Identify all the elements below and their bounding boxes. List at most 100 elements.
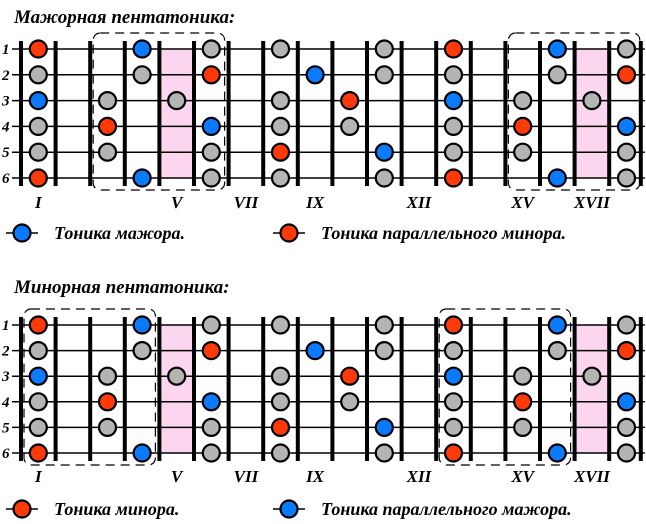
fret-marker-label: XII	[406, 193, 433, 212]
highlight-band	[159, 325, 194, 453]
note-dot-major-tonic	[201, 116, 221, 137]
diagram-title: Мажорная пентатоника:	[13, 7, 235, 28]
note-dot-scale-note	[443, 341, 464, 361]
note-dot-scale-note	[28, 116, 48, 137]
note-dot-minor-tonic	[443, 443, 464, 463]
note-dot-major-tonic	[616, 116, 637, 137]
position-box	[92, 32, 226, 191]
string-number: 5	[2, 420, 10, 436]
note-dot-scale-note	[513, 90, 533, 111]
string-number: 2	[1, 68, 10, 84]
note-dot-scale-note	[270, 366, 291, 386]
legend-label: Тоника мажора.	[54, 223, 185, 243]
note-dot-scale-note	[201, 142, 221, 162]
note-dot-minor-tonic	[513, 392, 533, 412]
note-dot-major-tonic	[443, 366, 464, 386]
diagram-title: Минорная пентатоника:	[13, 277, 230, 298]
fret-marker-label: XV	[510, 193, 535, 212]
note-dot-major-tonic	[28, 366, 48, 386]
note-dot-scale-note	[201, 417, 221, 437]
note-dot-major-tonic	[132, 39, 152, 59]
fret-marker-label: I	[34, 193, 43, 212]
note-dot-minor-tonic	[97, 392, 118, 412]
note-dot-major-tonic	[305, 341, 325, 361]
highlight-band	[574, 49, 610, 178]
legend-dot-minor-tonic	[279, 223, 299, 243]
note-dot-minor-tonic	[443, 168, 464, 188]
string-number: 5	[2, 145, 10, 161]
note-dot-scale-note	[616, 168, 637, 188]
note-dot-scale-note	[443, 142, 464, 162]
note-dot-scale-note	[28, 392, 48, 412]
note-dot-minor-tonic	[513, 116, 533, 137]
fret-marker-label: V	[171, 467, 184, 486]
note-dot-minor-tonic	[616, 65, 637, 85]
note-dot-scale-note	[201, 39, 221, 59]
note-dot-scale-note	[132, 341, 152, 361]
note-dot-major-tonic	[201, 392, 221, 412]
note-dot-scale-note	[340, 392, 360, 412]
note-dot-scale-note	[167, 90, 187, 111]
note-dot-scale-note	[513, 417, 533, 437]
note-dot-scale-note	[616, 315, 637, 335]
note-dot-scale-note	[443, 417, 464, 437]
highlight-band	[159, 49, 194, 178]
note-dot-scale-note	[513, 366, 533, 386]
note-dot-scale-note	[97, 90, 118, 111]
string-number: 3	[1, 94, 10, 110]
string-number: 6	[2, 446, 10, 462]
note-dot-major-tonic	[547, 168, 567, 188]
note-dot-scale-note	[270, 116, 291, 137]
note-dot-minor-tonic	[340, 90, 360, 111]
note-dot-major-tonic	[132, 443, 152, 463]
note-dot-scale-note	[28, 341, 48, 361]
note-dot-scale-note	[547, 65, 567, 85]
note-dot-minor-tonic	[201, 65, 221, 85]
string-number: 4	[1, 395, 10, 411]
note-dot-major-tonic	[547, 39, 567, 59]
fret-marker-label: VII	[234, 193, 260, 212]
note-dot-minor-tonic	[340, 366, 360, 386]
note-dot-minor-tonic	[443, 39, 464, 59]
position-box	[438, 308, 572, 466]
note-dot-major-tonic	[132, 315, 152, 335]
fret-marker-label: VII	[234, 467, 260, 486]
legend-dot-major-tonic	[279, 499, 299, 519]
note-dot-scale-note	[616, 443, 637, 463]
note-dot-minor-tonic	[616, 341, 637, 361]
note-dot-major-tonic	[443, 90, 464, 111]
fret-marker-label: XVII	[573, 193, 611, 212]
legend-label: Тоника минора.	[54, 499, 179, 519]
note-dot-scale-note	[132, 65, 152, 85]
note-dot-scale-note	[616, 417, 637, 437]
note-dot-scale-note	[270, 392, 291, 412]
note-dot-scale-note	[270, 39, 291, 59]
legend-dot-major-tonic	[12, 223, 32, 243]
note-dot-major-tonic	[374, 142, 394, 162]
note-dot-scale-note	[270, 90, 291, 111]
note-dot-scale-note	[374, 341, 394, 361]
note-dot-minor-tonic	[443, 315, 464, 335]
note-dot-minor-tonic	[28, 443, 48, 463]
fret-marker-label: I	[34, 467, 43, 486]
note-dot-scale-note	[374, 168, 394, 188]
note-dot-scale-note	[28, 417, 48, 437]
fret-marker-label: XV	[510, 467, 535, 486]
note-dot-scale-note	[270, 443, 291, 463]
note-dot-minor-tonic	[28, 168, 48, 188]
note-dot-scale-note	[97, 366, 118, 386]
note-dot-scale-note	[616, 142, 637, 162]
note-dot-major-tonic	[28, 90, 48, 111]
note-dot-major-tonic	[616, 392, 637, 412]
note-dot-scale-note	[28, 142, 48, 162]
note-dot-scale-note	[582, 366, 602, 386]
fret-marker-label: IX	[305, 467, 325, 486]
note-dot-scale-note	[270, 168, 291, 188]
legend-dot-minor-tonic	[12, 499, 32, 519]
fret-marker-label: V	[171, 193, 184, 212]
note-dot-minor-tonic	[97, 116, 118, 137]
note-dot-scale-note	[201, 443, 221, 463]
note-dot-scale-note	[201, 168, 221, 188]
note-dot-major-tonic	[374, 417, 394, 437]
